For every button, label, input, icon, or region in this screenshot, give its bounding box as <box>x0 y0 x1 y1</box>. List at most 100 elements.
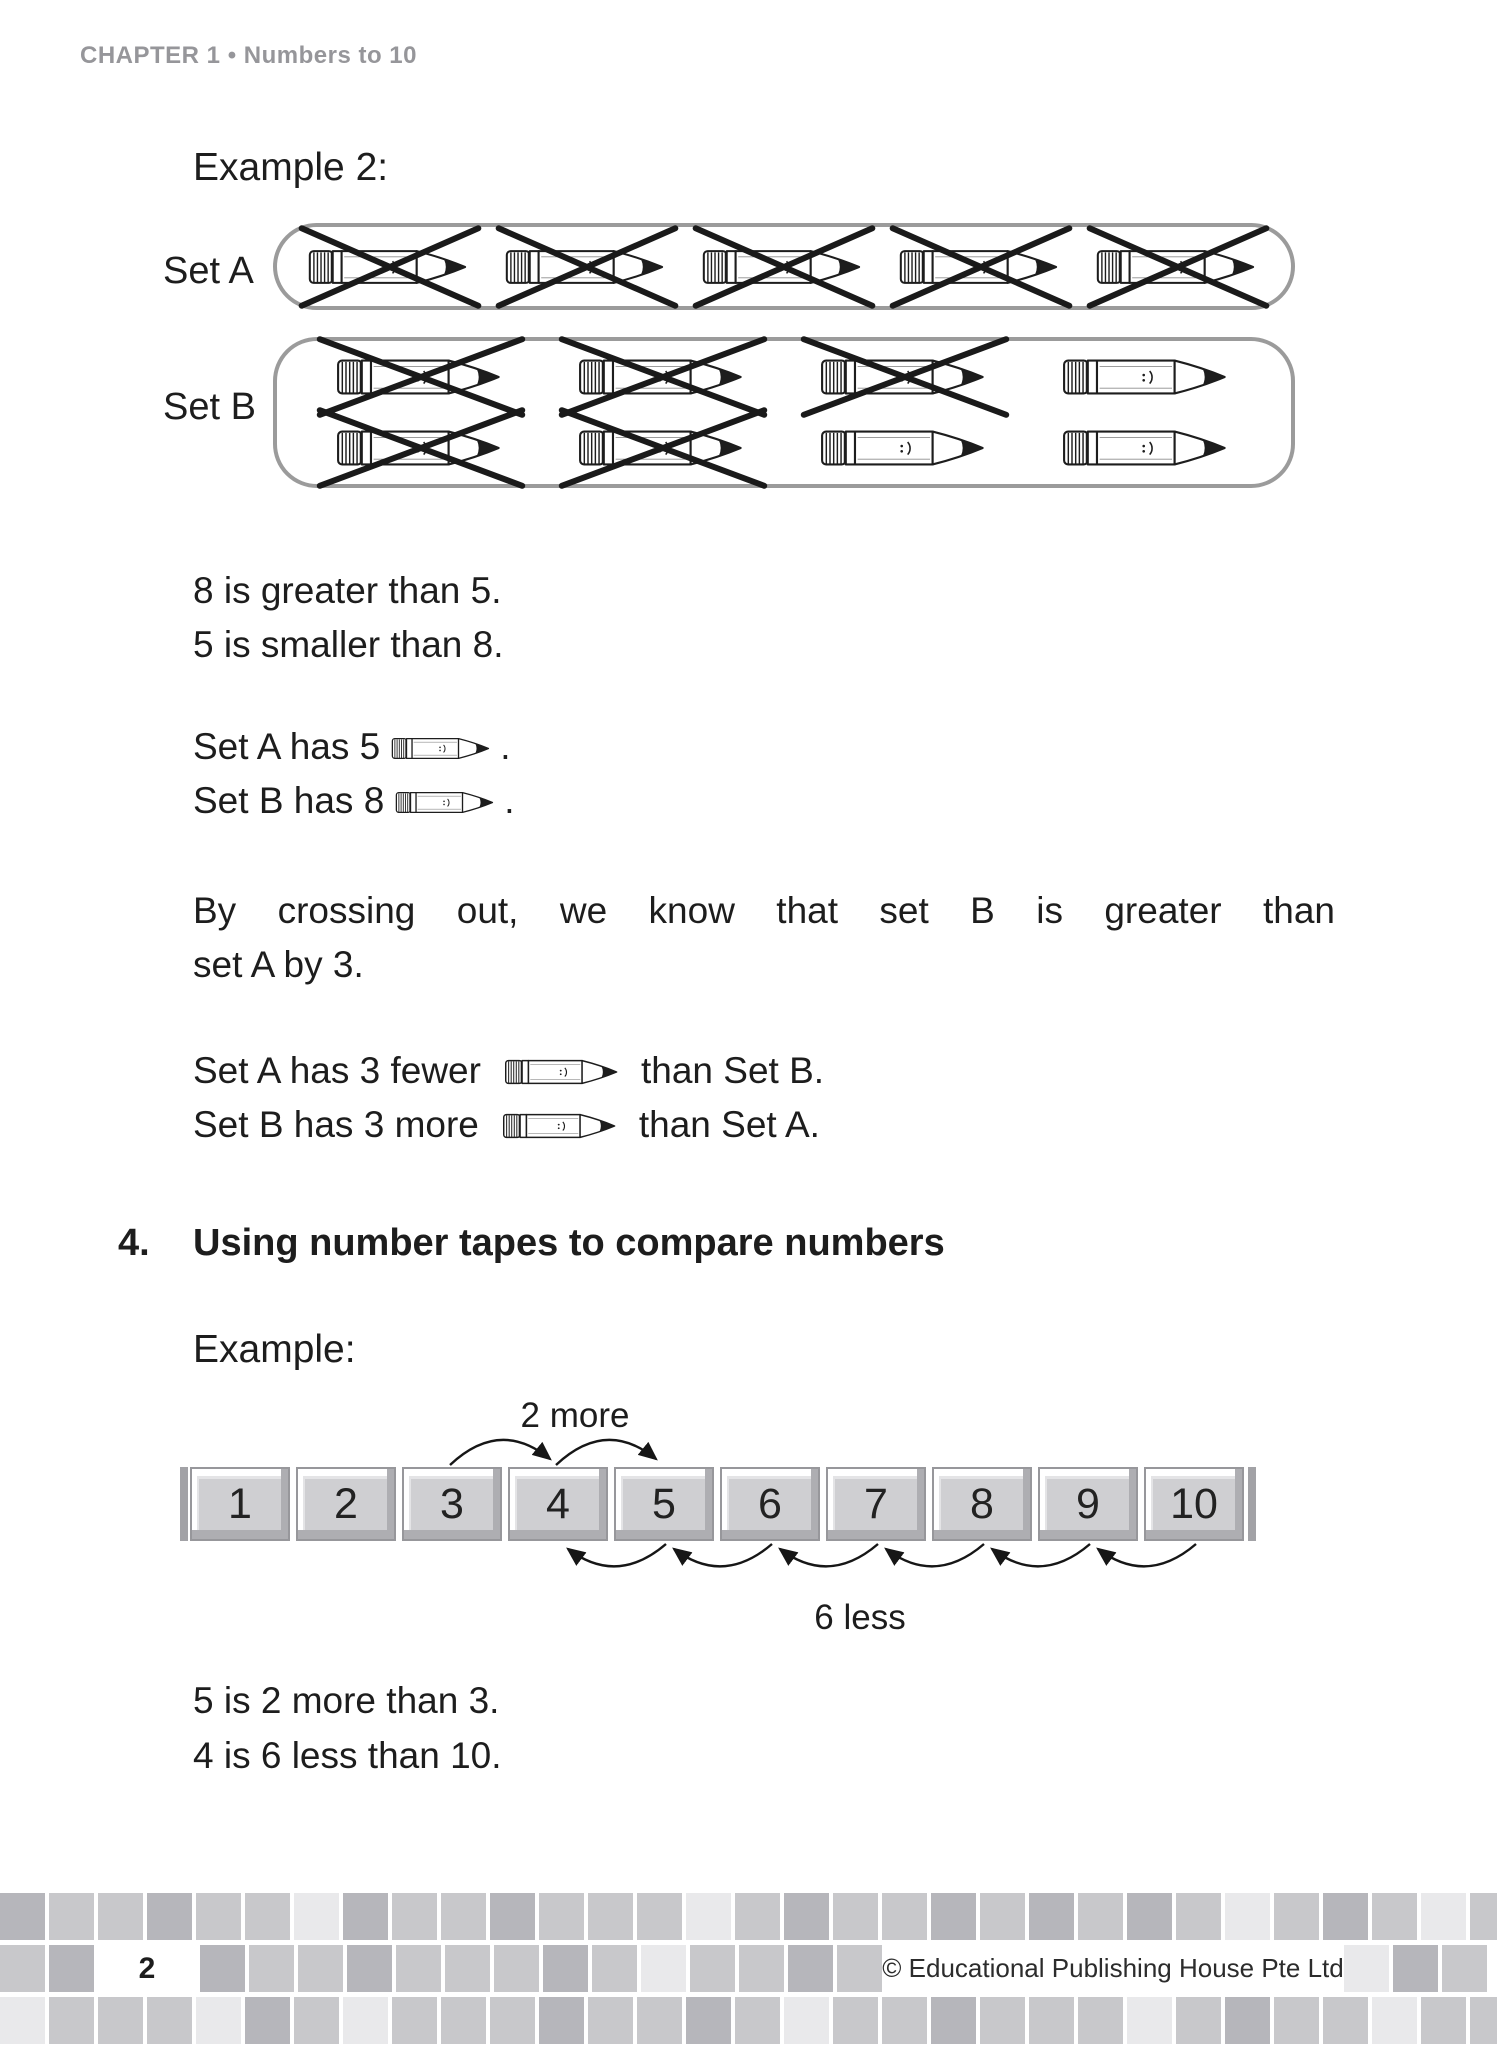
copyright-text: © Educational Publishing House Pte Ltd <box>882 1945 1344 1992</box>
footer-square <box>196 1893 241 1940</box>
set-a-label: Set A <box>163 250 254 292</box>
footer-square <box>0 1997 45 2044</box>
tape-cell-8: 8 <box>932 1467 1032 1541</box>
footer-square <box>931 1997 976 2044</box>
footer-square <box>539 1997 584 2044</box>
footer-square <box>490 1997 535 2044</box>
footer-square <box>735 1997 780 2044</box>
footer-square <box>1176 1997 1221 2044</box>
pencil-icon <box>308 249 467 284</box>
footer-square <box>1029 1997 1074 2044</box>
tape-statement-more: 5 is 2 more than 3. <box>193 1680 500 1721</box>
cross-out-mark <box>795 335 1015 419</box>
tape-cell-3: 3 <box>402 1467 502 1541</box>
footer-square <box>98 1893 143 1940</box>
set-b-count-text: Set B has 8 <box>193 780 385 821</box>
footer-square <box>637 1997 682 2044</box>
set-b-count-line: Set B has 8. <box>193 780 515 822</box>
set-a-count-text: Set A has 5 <box>193 726 381 767</box>
footer-square <box>49 1893 94 1940</box>
section-number: 4. <box>118 1222 150 1264</box>
footer-pattern-row <box>0 1997 1497 2044</box>
footer-square <box>343 1997 388 2044</box>
pencil-icon <box>899 249 1058 284</box>
period: . <box>504 780 515 821</box>
footer-square <box>588 1997 633 2044</box>
footer-square <box>1176 1893 1221 1940</box>
footer-square <box>1421 1893 1466 1940</box>
footer-square <box>784 1997 829 2044</box>
footer-square <box>1372 1997 1417 2044</box>
tape-arcs <box>449 1438 1197 1568</box>
cross-out-mark <box>294 224 486 310</box>
statement-greater: 8 is greater than 5. <box>193 570 502 611</box>
comparison-more-prefix: Set B has 3 more <box>193 1104 479 1145</box>
footer-square <box>1029 1893 1074 1940</box>
footer-square <box>392 1893 437 1940</box>
pencil-row <box>277 341 1291 413</box>
footer-square <box>441 1893 486 1940</box>
footer-square <box>882 1997 927 2044</box>
footer-square <box>1078 1893 1123 1940</box>
footer-square <box>249 1945 294 1992</box>
example2-heading: Example 2: <box>193 146 389 189</box>
pencil-icon <box>1096 249 1255 284</box>
footer-square <box>441 1997 486 2044</box>
pencil-icon <box>1063 359 1226 395</box>
footer-square <box>0 1945 45 1992</box>
footer-square <box>396 1945 441 1992</box>
footer-square <box>490 1893 535 1940</box>
footer-square <box>294 1893 339 1940</box>
cross-out-mark <box>1082 224 1274 310</box>
six-less-label: 6 less <box>814 1598 906 1637</box>
footer-square <box>1470 1893 1497 1940</box>
footer-square <box>980 1997 1025 2044</box>
pencil <box>807 423 1003 473</box>
pencil-icon <box>502 1113 616 1139</box>
crossed-pencil <box>323 352 519 402</box>
footer-square <box>1225 1997 1270 2044</box>
page-number: 2 <box>98 1945 196 1992</box>
footer-square <box>49 1997 94 2044</box>
set-b-label: Set B <box>163 386 256 428</box>
footer-square <box>147 1997 192 2044</box>
comparison-fewer-prefix: Set A has 3 fewer <box>193 1050 481 1091</box>
footer-square <box>49 1945 94 1992</box>
footer-square <box>641 1945 686 1992</box>
period: . <box>500 726 511 767</box>
comparison-fewer-suffix: than Set B. <box>640 1050 825 1091</box>
tape-cell-2: 2 <box>296 1467 396 1541</box>
footer-pattern-row: 2 © Educational Publishing House Pte Ltd <box>0 1945 1497 1992</box>
pencil <box>1049 423 1245 473</box>
cross-out-mark <box>311 335 531 419</box>
footer-square <box>931 1893 976 1940</box>
cross-out-mark <box>553 406 773 490</box>
footer-square <box>494 1945 539 1992</box>
cross-out-mark <box>688 224 880 310</box>
tape-cell-10: 10 <box>1144 1467 1244 1541</box>
footer-square <box>200 1945 245 1992</box>
cross-out-mark <box>311 406 531 490</box>
section-title: Using number tapes to compare numbers <box>193 1222 945 1264</box>
footer-square <box>690 1945 735 1992</box>
footer-square <box>837 1945 882 1992</box>
tape-end-right <box>1248 1467 1256 1541</box>
footer-square <box>196 1997 241 2044</box>
footer-square <box>735 1893 780 1940</box>
tape-cell-1: 1 <box>190 1467 290 1541</box>
tape-cell-7: 7 <box>826 1467 926 1541</box>
cross-out-mark <box>553 335 773 419</box>
pencil-row <box>277 227 1291 306</box>
pencil-icon <box>396 792 494 813</box>
footer-square <box>980 1893 1025 1940</box>
tape-cell-9: 9 <box>1038 1467 1138 1541</box>
footer-square <box>592 1945 637 1992</box>
footer-square <box>739 1945 784 1992</box>
pencil-icon <box>501 1108 621 1144</box>
footer-square <box>0 1893 45 1940</box>
tape-cell-4: 4 <box>508 1467 608 1541</box>
tape-cell-5: 5 <box>614 1467 714 1541</box>
crossing-paragraph-line2: set A by 3. <box>193 944 364 985</box>
